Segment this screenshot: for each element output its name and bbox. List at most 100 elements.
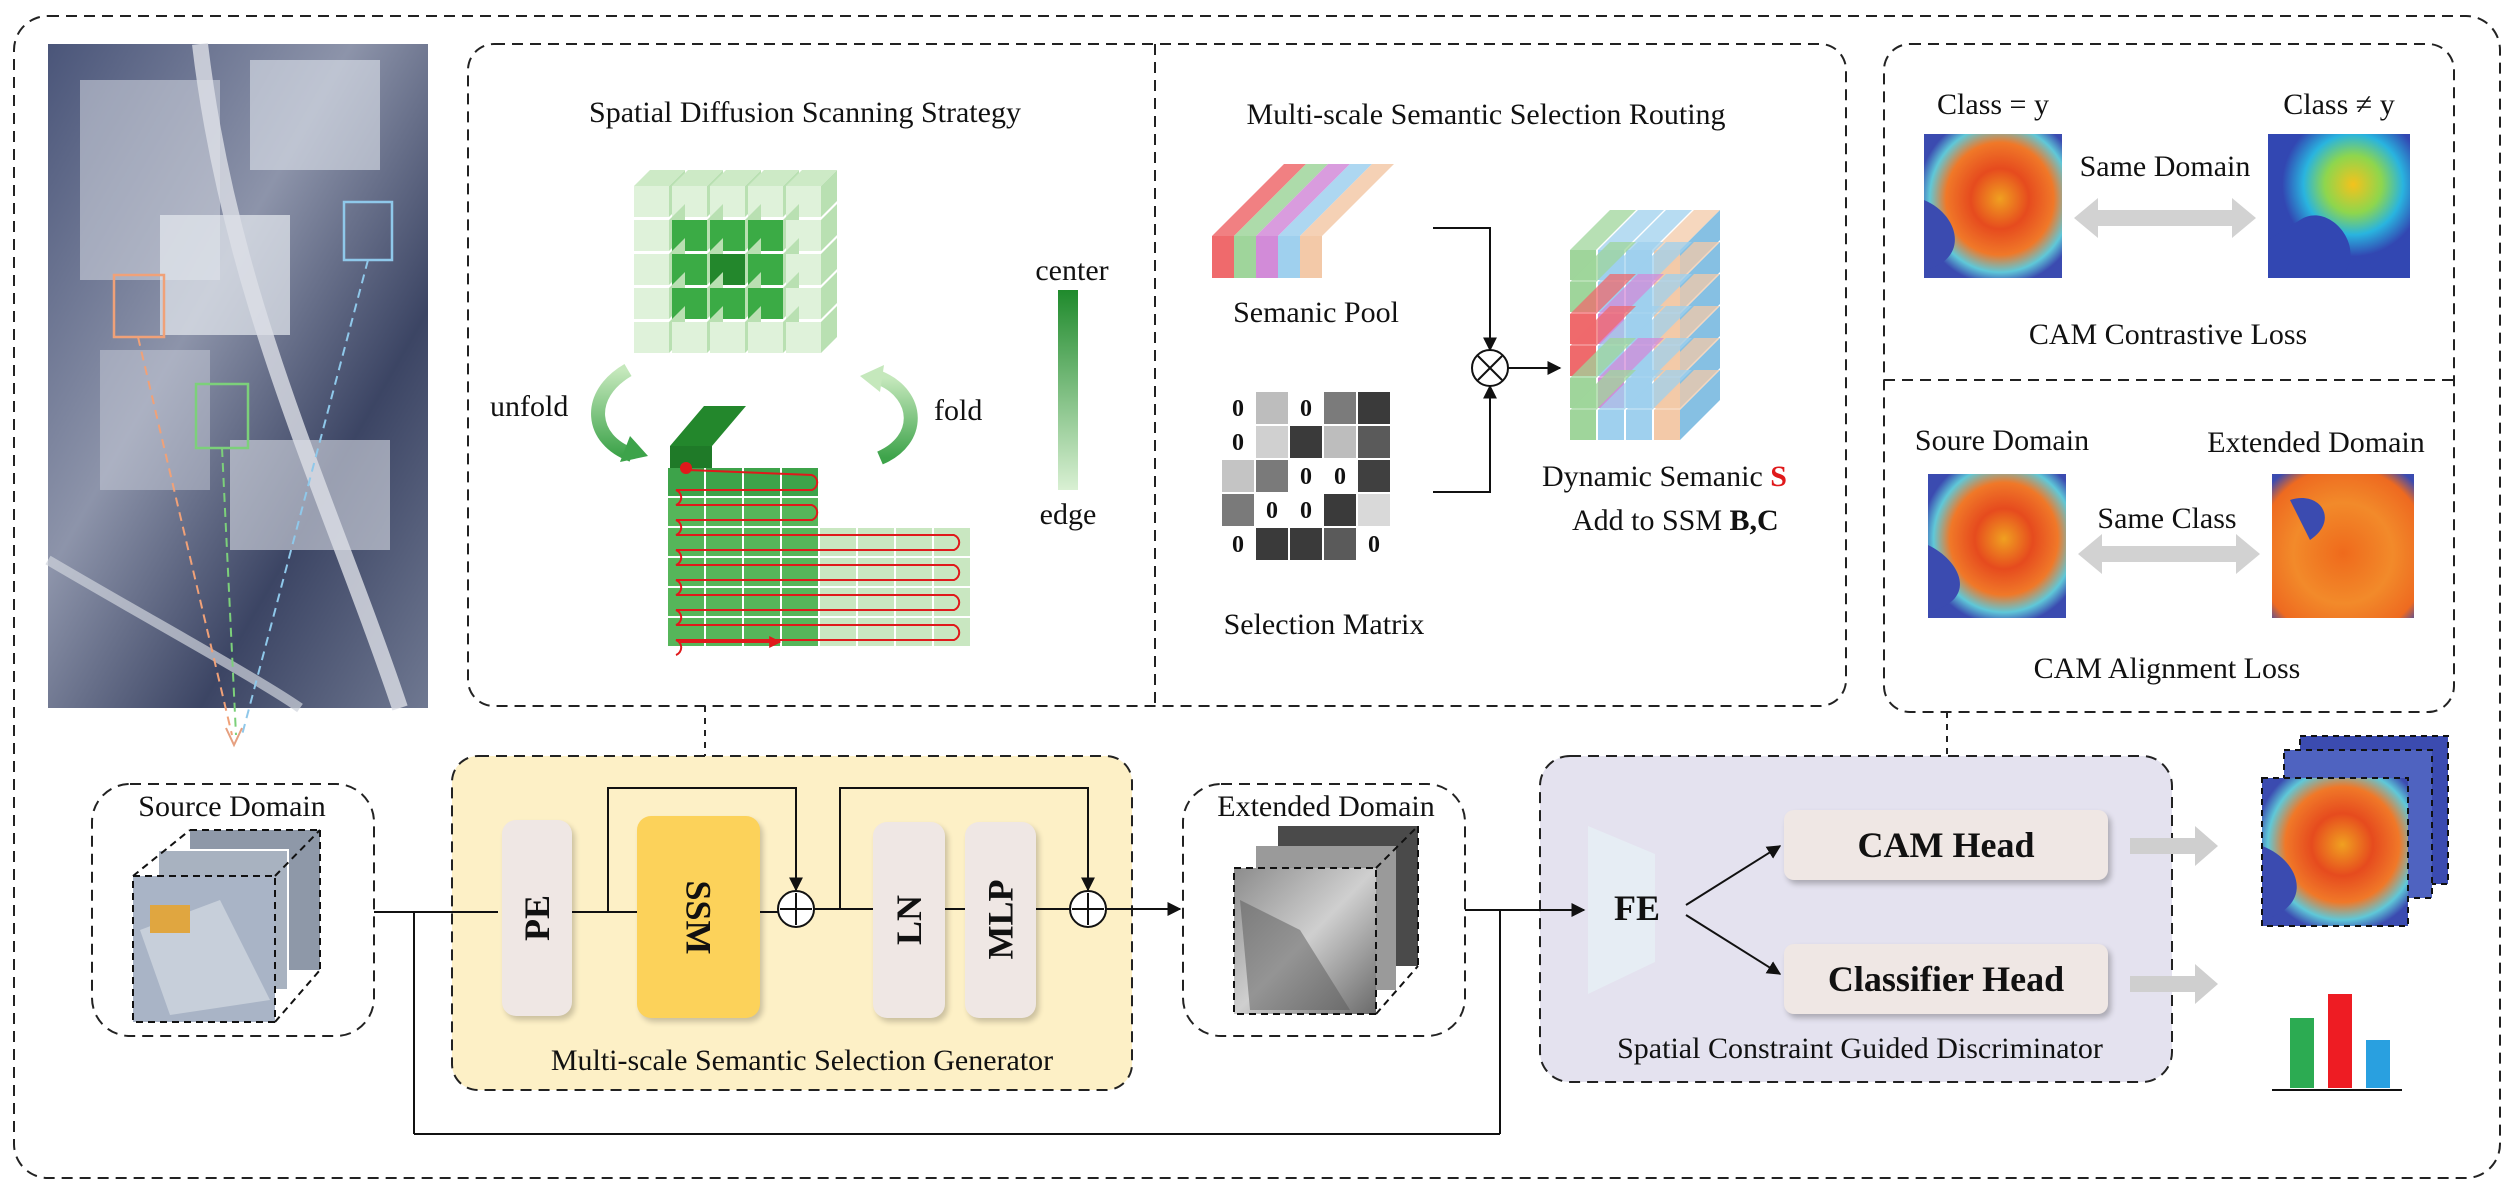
hist-bar xyxy=(2290,1018,2314,1088)
unfold-cell xyxy=(896,618,932,646)
matrix-cell xyxy=(1222,426,1254,458)
matrix-cell xyxy=(1256,528,1288,560)
dyn-cube-top xyxy=(1570,242,1636,282)
legend-edge-label: edge xyxy=(1039,498,1097,531)
class-eq-label: Class = y xyxy=(1937,88,2049,121)
cube-cell xyxy=(634,322,669,353)
cube-cell xyxy=(634,186,669,217)
hist-bar xyxy=(2366,1040,2390,1088)
source-domain-cube xyxy=(132,829,321,1023)
unfold-arrow-icon xyxy=(591,363,635,462)
matrix-cell xyxy=(1256,494,1288,526)
scan-start-dot xyxy=(680,462,692,474)
matrix-cell xyxy=(1324,392,1356,424)
matrix-zero-label: 0 xyxy=(1266,498,1278,524)
fe-label: FE xyxy=(1614,888,1661,928)
matrix-cell xyxy=(1324,426,1356,458)
unfold-cell xyxy=(934,528,970,556)
dyn-cube-top xyxy=(1626,370,1692,410)
legend-center-label: center xyxy=(1035,254,1109,287)
dyn-cube-top xyxy=(1570,338,1636,378)
unfold-cell xyxy=(782,618,818,646)
matrix-cell xyxy=(1358,426,1390,458)
dyn-cube-top xyxy=(1654,274,1720,314)
unfold-cell xyxy=(668,498,704,526)
matrix-cell xyxy=(1256,392,1288,424)
unfold-cell xyxy=(744,528,780,556)
unfolded-grid xyxy=(668,406,970,656)
matrix-cell xyxy=(1222,460,1254,492)
unfold-label: unfold xyxy=(490,390,569,423)
matrix-cell xyxy=(1358,528,1390,560)
dynamic-semantic-label: Dynamic Semanic S xyxy=(1542,460,1787,493)
unfold-cell xyxy=(706,588,742,616)
unfold-cell xyxy=(934,558,970,586)
scan-path xyxy=(675,469,961,656)
matrix-cell xyxy=(1290,426,1322,458)
unfold-cell xyxy=(668,588,704,616)
unfold-cell xyxy=(782,468,818,496)
fold-label: fold xyxy=(934,394,983,427)
pool-bar xyxy=(1300,236,1322,278)
unfold-cell xyxy=(668,558,704,586)
dyn-cube-side xyxy=(1680,370,1720,440)
dyn-cube-top xyxy=(1626,306,1692,346)
matrix-cell xyxy=(1256,460,1288,492)
unfold-cell xyxy=(858,558,894,586)
unfold-cell xyxy=(934,588,970,616)
dyn-cube-top xyxy=(1626,274,1692,314)
dyn-cube-top xyxy=(1570,274,1636,314)
matrix-cell xyxy=(1256,426,1288,458)
double-arrow-icon xyxy=(2074,198,2260,574)
matrix-cell xyxy=(1358,392,1390,424)
unfold-cell xyxy=(896,588,932,616)
unfold-cell xyxy=(820,618,856,646)
fold-arrow-icon xyxy=(876,371,918,465)
classifier-histogram-icon xyxy=(2272,994,2402,1091)
unfold-cell xyxy=(820,528,856,556)
unfold-cell xyxy=(706,558,742,586)
dyn-cube-top xyxy=(1654,210,1720,250)
cube-cell xyxy=(710,322,745,353)
dyn-cube-cell xyxy=(1626,410,1652,440)
matrix-cell xyxy=(1290,494,1322,526)
cube-cell xyxy=(634,288,669,319)
same-domain-label: Same Domain xyxy=(2079,150,2251,183)
dyn-cube-top xyxy=(1654,242,1720,282)
cube-cell-side xyxy=(821,170,837,217)
routing-title: Multi-scale Semantic Selection Routing xyxy=(1246,98,1726,131)
pe-block: PE xyxy=(502,820,572,1016)
same-class-label: Same Class xyxy=(2097,502,2237,535)
unfold-cell xyxy=(934,618,970,646)
unfold-cell xyxy=(782,588,818,616)
cube-cell-top xyxy=(710,170,761,186)
center-cube-grid xyxy=(634,170,837,353)
unfold-cell xyxy=(744,588,780,616)
class-neq-label: Class ≠ y xyxy=(2283,88,2395,121)
dyn-cube-cell xyxy=(1598,410,1624,440)
dyn-cube-top xyxy=(1598,242,1664,282)
unfold-cell xyxy=(782,558,818,586)
matrix-cell xyxy=(1358,494,1390,526)
matrix-zero-label: 0 xyxy=(1232,396,1244,422)
ln-label: LN xyxy=(889,895,929,946)
pool-bar xyxy=(1256,236,1278,278)
unfold-cell xyxy=(858,588,894,616)
cube-cell-side xyxy=(821,272,837,319)
dynamic-semantic-cube xyxy=(1570,210,1720,440)
dyn-cube-cell xyxy=(1570,410,1596,440)
dyn-cube-top xyxy=(1654,370,1720,410)
matrix-cell xyxy=(1222,392,1254,424)
pe-label: PE xyxy=(517,895,557,942)
unfold-cell xyxy=(744,558,780,586)
cam-heatmaps xyxy=(1924,134,2414,618)
unfold-cell xyxy=(706,528,742,556)
matrix-zero-label: 0 xyxy=(1300,464,1312,490)
add-to-ssm-label: Add to SSM B,C xyxy=(1572,504,1779,537)
matrix-zero-label: 0 xyxy=(1300,498,1312,524)
output-cam-stack xyxy=(2261,735,2449,927)
dyn-cube-top xyxy=(1598,338,1664,378)
unfold-cell xyxy=(782,498,818,526)
